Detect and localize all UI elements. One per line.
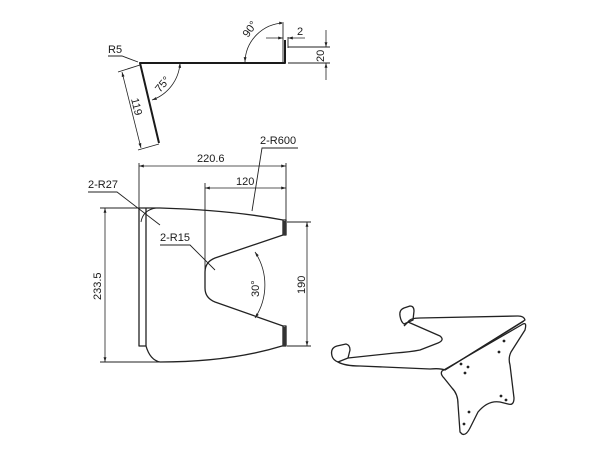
r15-label: 2-R15 [160,232,190,244]
angle-90-arc [243,21,285,63]
r5-leader [108,55,139,63]
mounting-holes [459,339,508,426]
r27-label: 2-R27 [88,179,118,191]
r27-leader [88,191,161,226]
angle-75-arc [151,62,182,101]
iso-rear-tab [399,305,415,325]
r600-label: 2-R600 [260,135,296,147]
side-profile [139,40,286,144]
thickness-label: 2 [297,26,303,38]
iso-top-plate [337,315,526,371]
iso-vesa-plate [440,322,527,436]
top-view: 220.6 120 2-R600 2-R27 2-R15 30° 233.5 1… [88,135,311,363]
r600-leader [251,147,298,212]
r5-label: R5 [108,44,122,56]
iso-left-tab [330,343,351,363]
r15-leader [160,244,216,271]
angle-30-arc [254,251,266,319]
notch-depth-label: 120 [236,176,254,188]
isometric-view [330,305,527,436]
angle-75-label: 75° [153,74,173,94]
arm-span-label: 190 [296,276,308,294]
lip-height-label: 20 [315,50,327,62]
width-label: 220.6 [197,153,225,165]
slant-length-label: 119 [128,97,144,117]
height-label: 233.5 [92,272,104,300]
side-view: R5 90° 75° 2 20 119 [108,19,330,151]
angle-90-label: 90° [241,19,260,40]
notch-angle-label: 30° [250,280,262,297]
